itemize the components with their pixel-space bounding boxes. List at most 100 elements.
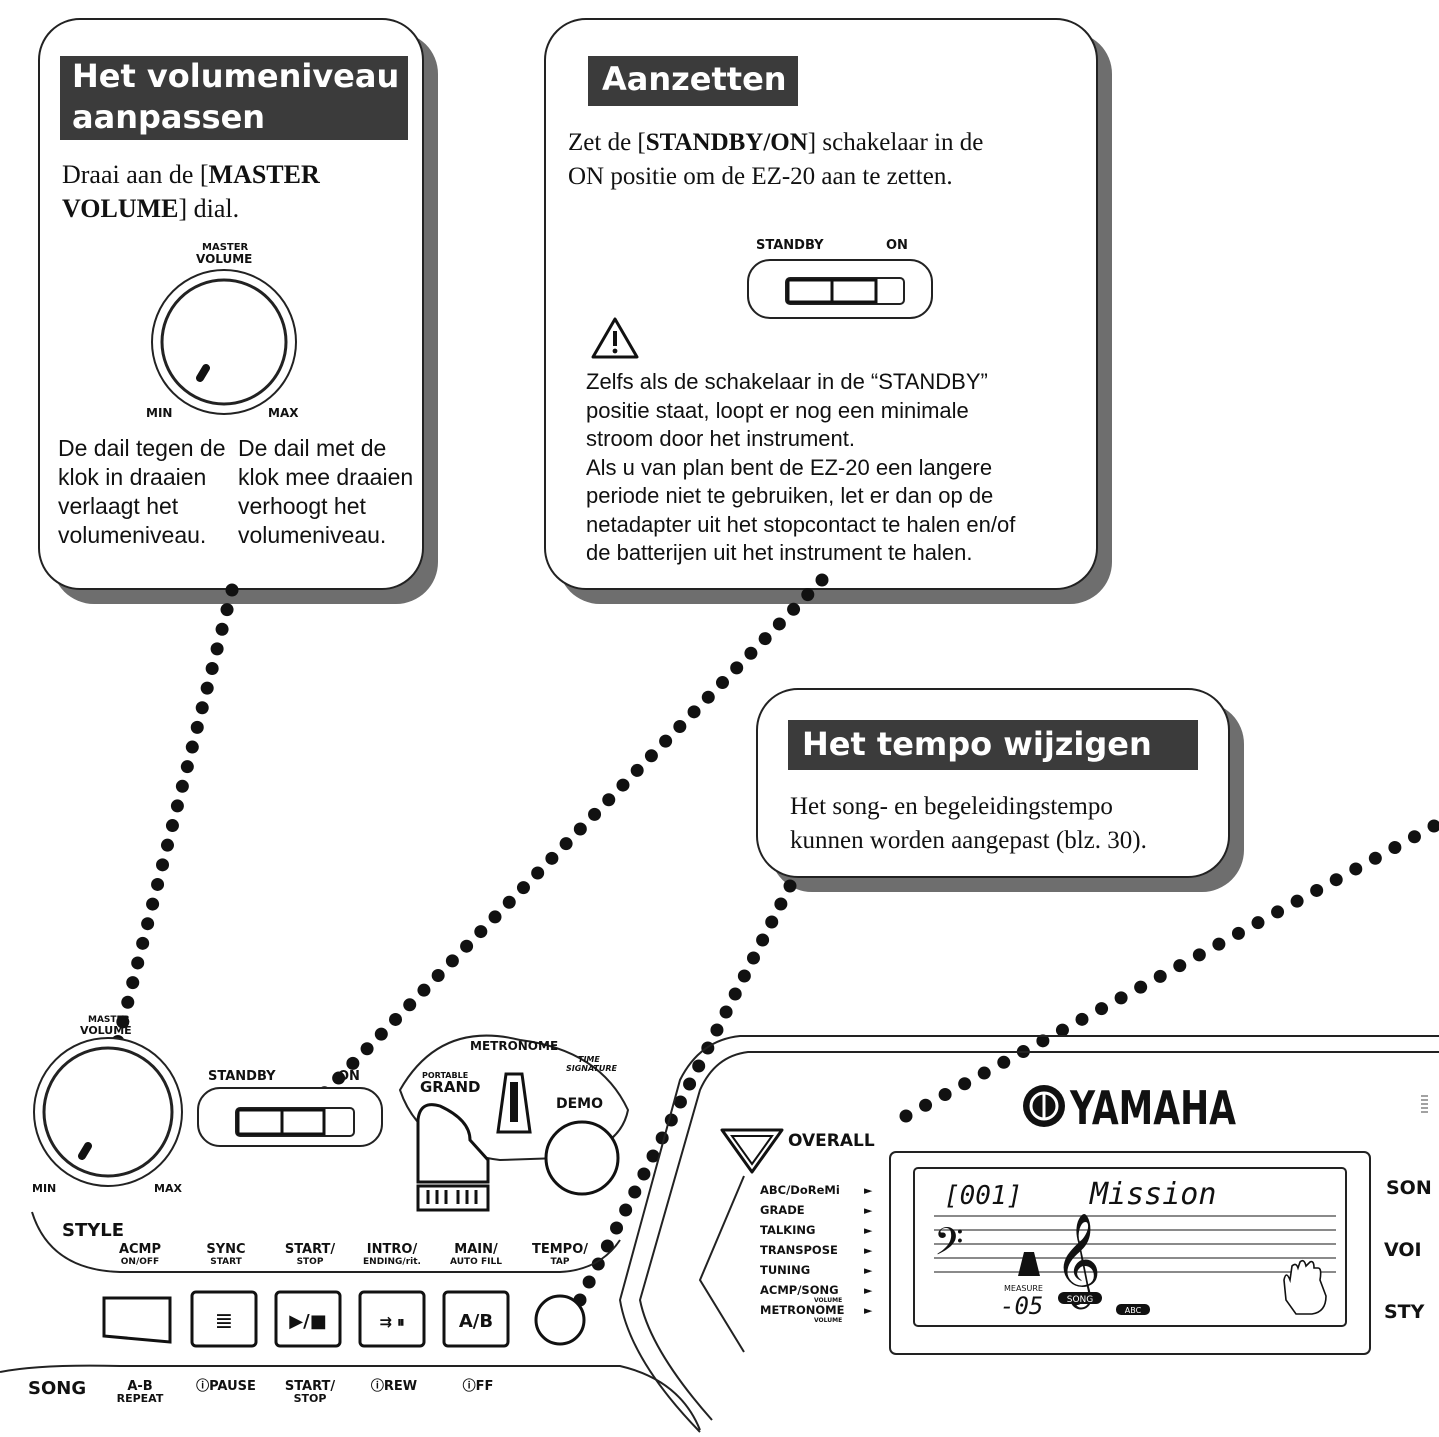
panel-volume-label: VOLUME <box>80 1024 132 1037</box>
leader-dot <box>403 998 417 1012</box>
leader-dot <box>360 1042 374 1056</box>
style-button-label: SYNC <box>206 1242 245 1257</box>
sync-start-button[interactable]: ≣ <box>190 1290 258 1348</box>
overall-menu-item[interactable]: TALKING <box>760 1223 815 1237</box>
lcd-measure-label: MEASURE <box>1004 1284 1043 1293</box>
style-button-label: INTRO/ <box>367 1242 418 1257</box>
leader-dot <box>126 976 140 990</box>
left-text-line: klok in draaien <box>58 464 207 490</box>
style-button-label: ACMP <box>119 1242 161 1257</box>
leader-dot <box>591 1257 605 1271</box>
main-autofill-button[interactable]: A/B <box>442 1290 510 1348</box>
song-button-sublabel: STOP <box>294 1392 327 1405</box>
volume-title-bar: Het volumeniveau aanpassen <box>60 56 408 140</box>
ff-pause-icon: ⇉ ⏸ <box>379 1313 404 1331</box>
leader-dot <box>225 583 239 597</box>
power-intro: Zet de [STANDBY/ON] schakelaar in de ON … <box>568 126 1068 194</box>
standby-on-switch[interactable] <box>197 1087 383 1147</box>
style-button-sublabel: AUTO FILL <box>450 1257 502 1267</box>
song-button-label: ⓘPAUSE <box>196 1378 256 1394</box>
volume-intro-suffix: ] dial. <box>178 194 240 223</box>
leader-dot <box>1036 1034 1050 1048</box>
song-button-label: ⓘREW <box>371 1378 417 1394</box>
portable-label: PORTABLE <box>422 1071 468 1080</box>
acmp-button[interactable] <box>102 1296 172 1344</box>
overall-menu-item[interactable]: GRADE <box>760 1203 805 1217</box>
leader-dot <box>215 622 229 636</box>
right-label-voice: VOI <box>1384 1239 1422 1261</box>
tempo-line: kunnen worden aangepast (blz. 30). <box>790 827 1147 854</box>
tempo-line: Het song- en begeleidingstempo <box>790 793 1113 820</box>
volume-intro-bold: MASTER VOLUME <box>62 160 320 223</box>
overall-button[interactable] <box>720 1128 784 1174</box>
leader-dot <box>692 1059 706 1073</box>
leader-dot <box>332 1071 346 1085</box>
lcd-abc-badge <box>1116 1304 1150 1315</box>
leader-dot <box>687 705 701 719</box>
master-volume-dial[interactable] <box>33 1037 183 1187</box>
overall-menu-item[interactable]: TRANSPOSE <box>760 1243 838 1257</box>
warning-line: Als u van plan bent de EZ-20 een langere <box>586 454 993 480</box>
leader-dot <box>1251 916 1265 930</box>
leader-dot <box>719 1005 733 1019</box>
grand-label: GRAND <box>420 1078 480 1096</box>
leader-dot <box>559 837 573 851</box>
dial-min-label: MIN <box>146 406 173 420</box>
leader-dot <box>1075 1012 1089 1026</box>
metronome-icon <box>496 1072 532 1134</box>
leader-dot <box>210 642 224 656</box>
overall-menu-item[interactable]: TUNING <box>760 1263 810 1277</box>
leader-dot <box>619 1203 633 1217</box>
warning-line: stroom door het instrument. <box>586 426 856 451</box>
leader-dot <box>1173 959 1187 973</box>
leader-dot <box>730 661 744 675</box>
overall-menu-item[interactable]: ABC/DoReMi <box>760 1183 840 1197</box>
leader-dot <box>431 969 445 983</box>
time-label: TIME <box>578 1055 600 1064</box>
leader-dot <box>200 681 214 695</box>
dial-max-label: MAX <box>268 406 299 420</box>
style-button-sublabel: ENDING/rit. <box>363 1257 421 1267</box>
grand-piano-icon <box>416 1103 490 1212</box>
leader-dot <box>160 838 174 852</box>
style-button-label: MAIN/ <box>454 1242 498 1257</box>
leader-dot <box>1192 948 1206 962</box>
overall-menu-item[interactable]: METRONOME <box>760 1303 845 1317</box>
leader-dot <box>175 779 189 793</box>
leader-dot <box>630 763 644 777</box>
intro-ending-button[interactable]: ⇉ ⏸ <box>358 1290 426 1348</box>
demo-button[interactable] <box>544 1120 620 1196</box>
tempo-tap-button[interactable] <box>534 1294 586 1346</box>
ab-label: A/B <box>459 1311 493 1332</box>
leader-dot <box>474 925 488 939</box>
volume-title-line1: Het volumeniveau <box>72 57 400 95</box>
left-text-line: verlaagt het <box>58 493 179 519</box>
leader-dot <box>156 858 170 872</box>
power-intro-bold: STANDBY/ON <box>645 129 808 156</box>
lcd-song-badge-text: SONG <box>1067 1295 1094 1305</box>
warning-line: netadapter uit het stopcontact te halen … <box>586 511 1016 537</box>
start-stop-button[interactable]: ▶/■ <box>274 1290 342 1348</box>
style-button-sublabel: STOP <box>297 1257 324 1267</box>
leader-dot <box>715 676 729 690</box>
leader-dot <box>545 851 559 865</box>
leader-dot <box>1271 905 1285 919</box>
overall-menu-item[interactable]: ACMP/SONG <box>760 1283 839 1297</box>
leader-dot <box>958 1077 972 1091</box>
overall-menu-subitem: VOLUME <box>814 1297 842 1304</box>
display-panel-outline-outer <box>618 1035 1439 1433</box>
leader-dot <box>919 1098 933 1112</box>
leader-dot <box>616 778 630 792</box>
leader-dot <box>588 807 602 821</box>
leader-dot <box>531 866 545 880</box>
dial-label-bottom: VOLUME <box>196 252 253 266</box>
leader-dot <box>744 646 758 660</box>
leader-dot <box>710 1023 724 1037</box>
leader-dot <box>151 877 165 891</box>
tempo-title-bar: Het tempo wijzigen <box>788 720 1198 770</box>
lcd-screen <box>913 1167 1347 1327</box>
menu-arrow-icon: ► <box>864 1244 873 1257</box>
power-intro-line1: Zet de [STANDBY/ON] schakelaar in de <box>568 126 1068 160</box>
leader-dot <box>1310 883 1324 897</box>
